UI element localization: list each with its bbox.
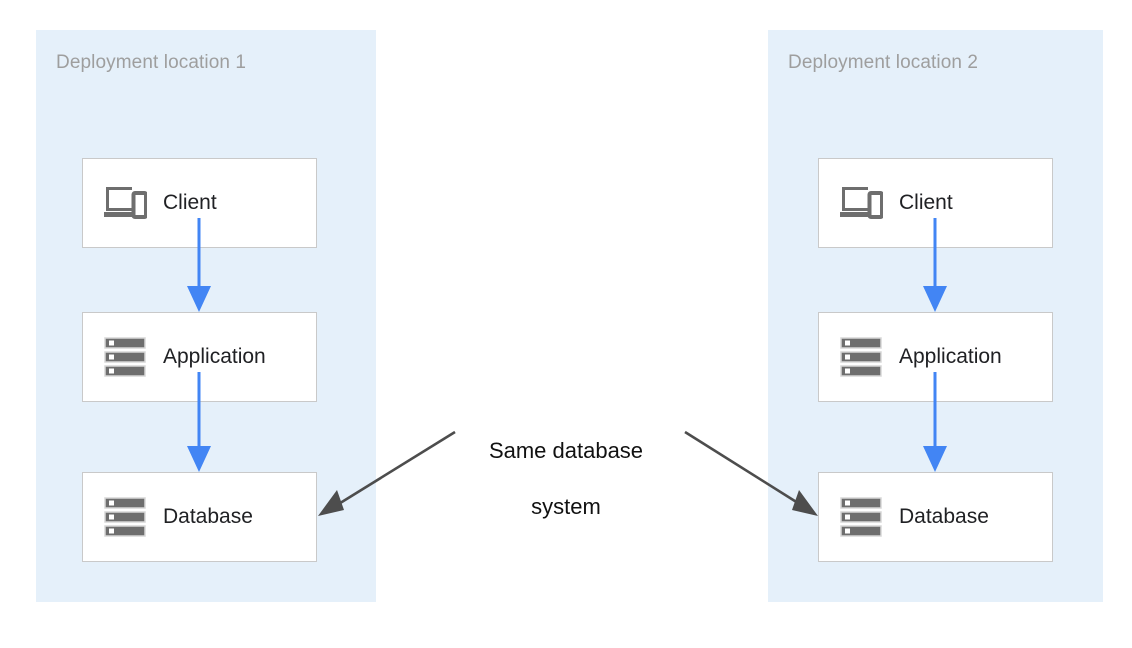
devices-icon — [835, 181, 887, 225]
zone-2-title: Deployment location 2 — [788, 52, 979, 73]
node-database-zone-2[interactable]: Database — [818, 472, 1053, 562]
node-label: Application — [899, 345, 1002, 368]
annotation-line-2: system — [531, 494, 601, 519]
annotation-line-1: Same database — [488, 438, 644, 463]
deployment-zone-2: Deployment location 2 Client — [768, 30, 1103, 602]
deployment-zone-1: Deployment location 1 Client — [36, 30, 376, 602]
node-label: Client — [899, 191, 953, 214]
node-database-zone-1[interactable]: Database — [82, 472, 317, 562]
node-label: Database — [163, 505, 253, 528]
server-stack-icon — [835, 495, 887, 539]
server-stack-icon — [99, 495, 151, 539]
zone-1-title: Deployment location 1 — [56, 52, 247, 73]
annotation-label: Same database system — [446, 409, 686, 549]
node-label: Client — [163, 191, 217, 214]
node-label: Application — [163, 345, 266, 368]
server-stack-icon — [99, 335, 151, 379]
node-application-zone-2[interactable]: Application — [818, 312, 1053, 402]
node-application-zone-1[interactable]: Application — [82, 312, 317, 402]
node-client-zone-2[interactable]: Client — [818, 158, 1053, 248]
node-client-zone-1[interactable]: Client — [82, 158, 317, 248]
server-stack-icon — [835, 335, 887, 379]
node-label: Database — [899, 505, 989, 528]
devices-icon — [99, 181, 151, 225]
